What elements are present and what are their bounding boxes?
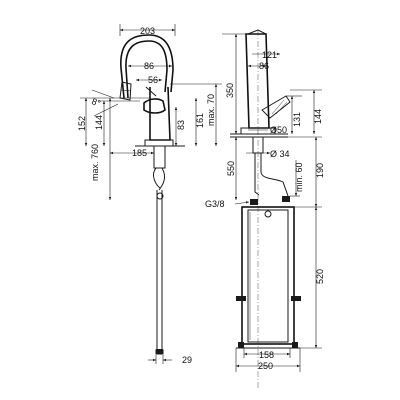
faucet-front-view: 121 86 350 131 144 Ø50 Ø 34 550 min. 60 <box>205 29 325 390</box>
dim-152-label: 152 <box>77 116 87 131</box>
dim-158-label: 158 <box>259 350 274 360</box>
dim-max760-label: max. 760 <box>90 144 100 181</box>
dim-350-label: 350 <box>225 83 235 98</box>
dim-d34-label: Ø 34 <box>270 149 290 159</box>
dim-86-right-label: 86 <box>259 61 269 71</box>
dim-121-label: 121 <box>262 50 277 60</box>
dim-131-label: 131 <box>292 112 302 127</box>
angle-8-label: 8° <box>90 96 102 108</box>
faucet-side-view: 203 86 56 8° 152 144 max. 70 83 161 max.… <box>77 24 222 365</box>
dim-190-label: 190 <box>315 163 325 178</box>
dim-144-left-label: 144 <box>94 115 104 130</box>
dim-83-label: 83 <box>176 120 186 130</box>
dim-520-label: 520 <box>315 269 325 284</box>
thread-g38-label: G3/8 <box>205 199 225 209</box>
dim-56-label: 56 <box>148 75 158 85</box>
dim-161-label: 161 <box>195 113 205 128</box>
dim-185-label: 185 <box>132 148 147 158</box>
dim-250-label: 250 <box>258 361 273 371</box>
dim-d50-label: Ø50 <box>270 125 287 135</box>
dim-min60-label: min. 60 <box>294 162 304 192</box>
dim-203-label: 203 <box>140 26 155 36</box>
dim-29-label: 29 <box>182 355 192 365</box>
dim-max70-label: max. 70 <box>206 94 216 126</box>
dim-550-label: 550 <box>226 161 236 176</box>
dim-144-right-label: 144 <box>313 109 323 124</box>
dim-86-label: 86 <box>144 61 154 71</box>
